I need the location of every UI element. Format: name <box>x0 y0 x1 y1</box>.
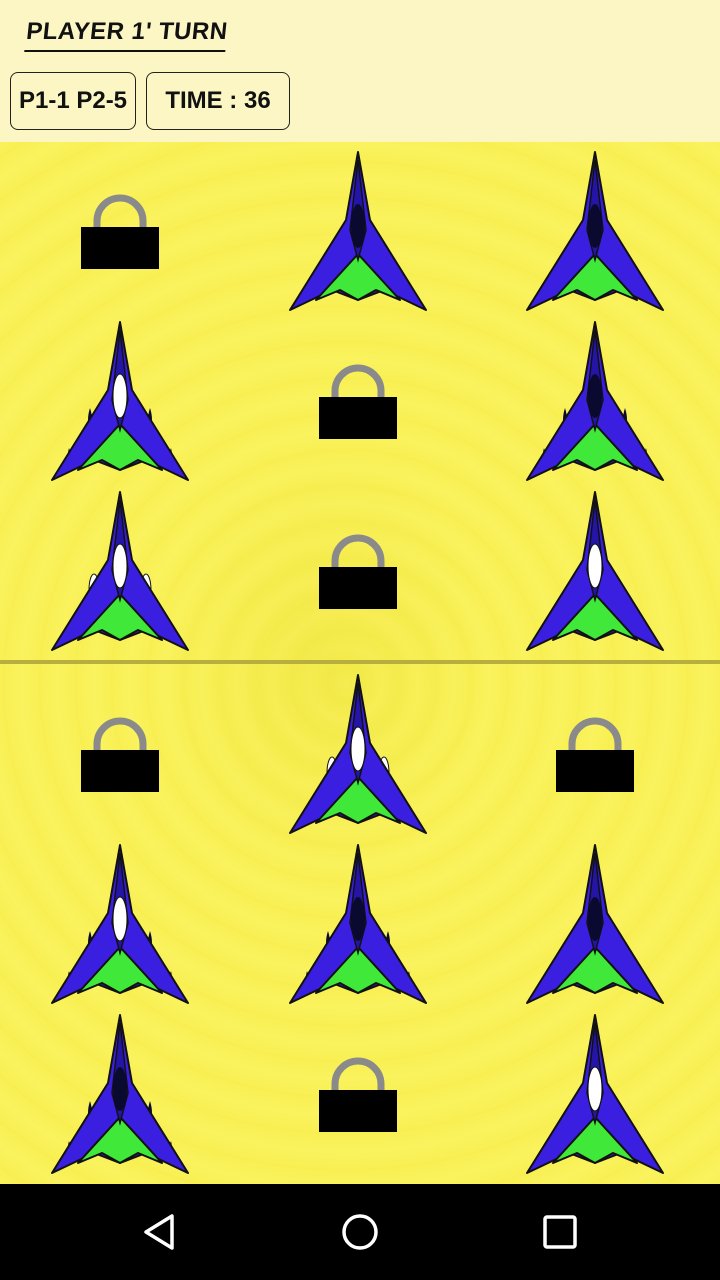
bottom-tile-r3-c3[interactable] <box>475 1010 715 1180</box>
jet-icon <box>526 1014 664 1174</box>
recents-button[interactable] <box>536 1208 584 1256</box>
time-label: TIME : 36 <box>165 87 271 114</box>
bottom-tile-r1-c3[interactable] <box>475 670 715 840</box>
android-nav-bar <box>0 1184 720 1280</box>
jet-icon <box>51 321 189 481</box>
lock-icon <box>81 717 159 792</box>
lock-icon <box>81 194 159 269</box>
bottom-tile-r2-c2[interactable] <box>238 840 478 1010</box>
top-tile-r2-c2[interactable] <box>238 317 478 487</box>
bottom-tile-r3-c2[interactable] <box>238 1010 478 1180</box>
back-triangle-icon <box>144 1214 174 1250</box>
jet-icon <box>51 844 189 1004</box>
bottom-tile-r3-c1[interactable] <box>0 1010 240 1180</box>
top-tile-r1-c1[interactable] <box>0 147 240 317</box>
jet-icon <box>288 674 427 834</box>
board-divider <box>0 660 720 664</box>
jet-icon <box>51 1014 189 1174</box>
lock-icon <box>318 364 397 439</box>
jet-icon <box>526 491 664 651</box>
jet-icon <box>51 491 189 651</box>
jet-icon <box>526 844 664 1004</box>
turn-indicator: PLAYER 1' TURN <box>24 18 229 52</box>
bottom-tile-r1-c1[interactable] <box>0 670 240 840</box>
timer-box: TIME : 36 <box>146 72 290 130</box>
bottom-tile-r2-c1[interactable] <box>0 840 240 1010</box>
score-label: P1-1 P2-5 <box>18 87 128 114</box>
top-tile-r3-c2[interactable] <box>238 487 478 657</box>
game-board <box>0 142 720 1184</box>
game-header: PLAYER 1' TURN P1-1 P2-5 TIME : 36 <box>0 0 720 142</box>
jet-icon <box>288 844 427 1004</box>
top-tile-r1-c3[interactable] <box>475 147 715 317</box>
home-button[interactable] <box>336 1208 384 1256</box>
lock-icon <box>556 717 634 792</box>
home-circle-icon <box>342 1214 378 1250</box>
bottom-tile-r2-c3[interactable] <box>475 840 715 1010</box>
top-tile-r1-c2[interactable] <box>238 147 478 317</box>
top-tile-r2-c3[interactable] <box>475 317 715 487</box>
jet-icon <box>526 321 664 481</box>
bottom-tile-r1-c2[interactable] <box>238 670 478 840</box>
top-tile-r3-c3[interactable] <box>475 487 715 657</box>
jet-icon <box>288 151 427 311</box>
top-tile-r3-c1[interactable] <box>0 487 240 657</box>
score-box: P1-1 P2-5 <box>10 72 136 130</box>
lock-icon <box>318 534 397 609</box>
top-tile-r2-c1[interactable] <box>0 317 240 487</box>
back-button[interactable] <box>136 1208 184 1256</box>
recents-square-icon <box>543 1215 577 1249</box>
lock-icon <box>318 1057 397 1132</box>
jet-icon <box>526 151 664 311</box>
